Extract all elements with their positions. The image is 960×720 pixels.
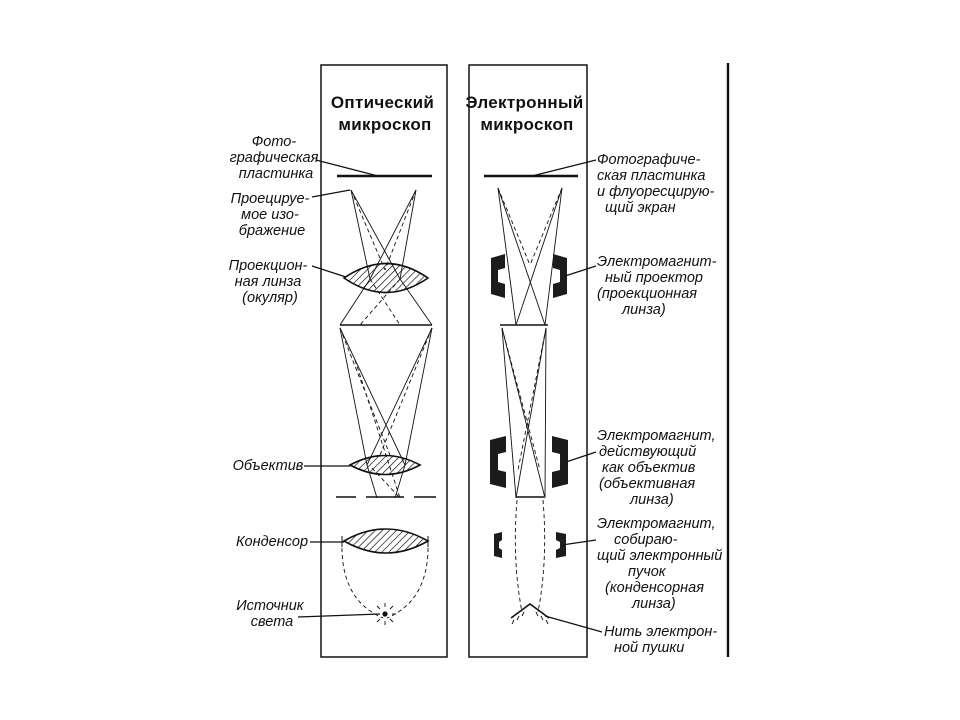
optical-upper-rays (339, 189, 433, 326)
label-condenser-optical: Конденсор (236, 534, 308, 550)
label-projected-image: Проецируе- мое изо- бражение (231, 191, 314, 239)
leader-objective-electron (565, 451, 597, 463)
electron-projector-magnet (491, 254, 567, 298)
leader-filament (544, 615, 603, 633)
optical-microscope-panel: Оптический микроскоп (229, 64, 448, 658)
label-objective-electron: Электромагнит, действующий как объектив … (597, 428, 720, 508)
electron-beam-left (514, 499, 523, 613)
leader-projector (564, 265, 597, 277)
label-projection-lens: Проекцион- ная линза (окуляр) (229, 258, 312, 306)
electron-column-frame (468, 64, 588, 658)
electron-objective-magnet (490, 436, 568, 488)
electron-condenser-magnet (494, 532, 566, 558)
label-filament: Нить электрон- ной пушки (604, 624, 721, 656)
optical-column-frame (320, 64, 448, 658)
electron-beam-right (537, 499, 546, 613)
electron-gun-filament (510, 603, 550, 625)
optical-middle-rays (339, 327, 433, 499)
optical-objective-lens (348, 454, 422, 476)
label-photo-plate-optical: Фото- графическая пластинка (230, 134, 323, 182)
label-condenser-electron: Электромагнит, собираю- щий электронный … (597, 516, 726, 612)
leader-photo-plate-screen (531, 159, 597, 177)
label-objective-optical: Объектив (233, 458, 304, 474)
label-projector: Электромагнит- ный проектор (проекционна… (597, 254, 721, 318)
electron-middle-rays (501, 327, 547, 499)
label-light-source: Источник света (236, 598, 307, 630)
electron-title: Электронный микроскоп (465, 93, 588, 134)
leader-light-source (297, 613, 381, 618)
optical-title: Оптический микроскоп (331, 93, 439, 134)
electron-upper-rays (497, 187, 563, 326)
leader-condenser-electron (561, 539, 597, 546)
label-photo-plate-screen: Фотографиче- ская пластинка и флуоресцир… (597, 152, 718, 216)
leader-projected-image (311, 189, 351, 198)
electron-microscope-panel: Электронный микроскоп (465, 63, 730, 658)
optical-projection-lens (342, 262, 430, 294)
leader-photo-plate-optical (315, 159, 379, 177)
optical-condenser-lens (342, 528, 430, 554)
leader-projection-lens (311, 265, 347, 278)
